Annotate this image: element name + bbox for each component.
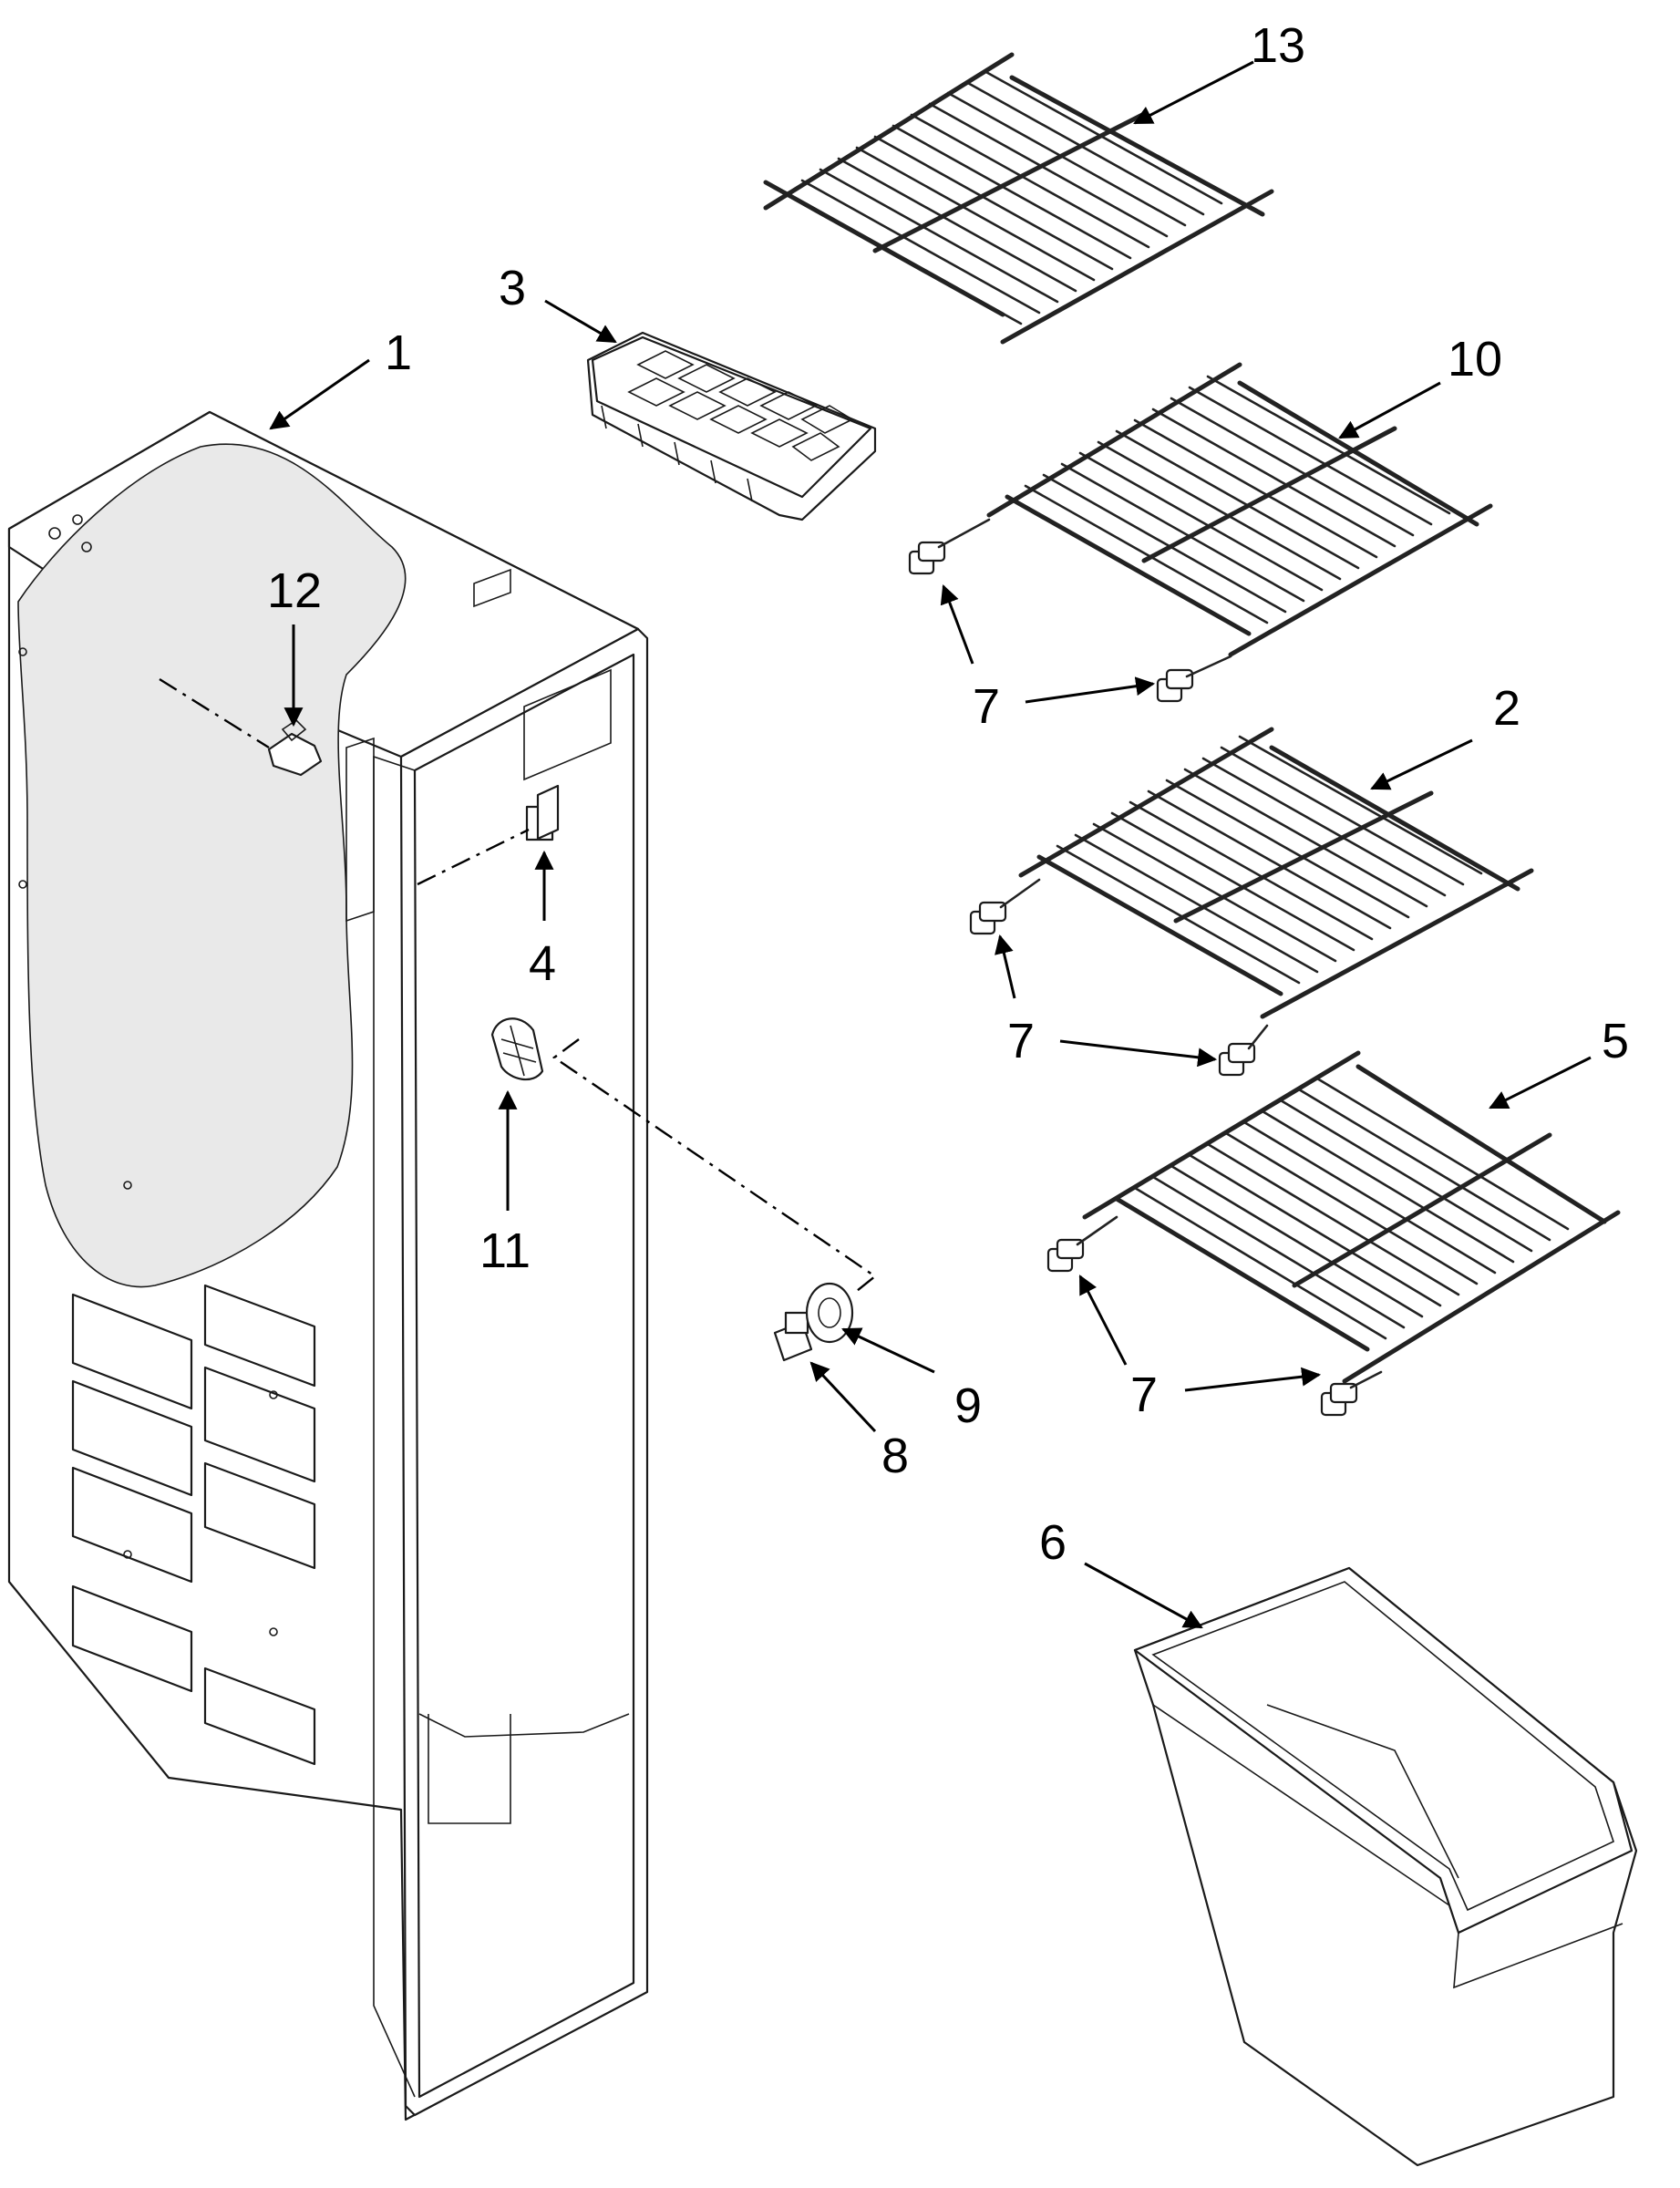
callout-labels: 13 3 1 10 12 4 7 2 7 5 11 7 9 8 6: [267, 18, 1629, 1570]
shelf-support-pin: [908, 518, 991, 575]
freezer-liner-part: [7, 410, 649, 2121]
light-socket-4-part: [525, 784, 560, 841]
shelf-support-pin: [1320, 1370, 1383, 1417]
callout-13: 13: [1251, 18, 1305, 73]
callout-5: 5: [1602, 1014, 1629, 1068]
shelf-support-pin: [1156, 655, 1232, 703]
wire-shelf-2-bars: [1056, 735, 1483, 985]
callout-8: 8: [881, 1429, 909, 1483]
ice-tray-part: [586, 331, 877, 521]
callout-6: 6: [1039, 1515, 1067, 1570]
spacer-9-part: [805, 1282, 854, 1344]
wire-shelf-10-part: [986, 362, 1493, 657]
leader-arrows: [269, 60, 1592, 1629]
wire-shelf-5-part: [1082, 1050, 1621, 1384]
callout-12: 12: [267, 563, 322, 618]
wire-shelf-13-part: [763, 52, 1274, 345]
callout-1: 1: [385, 325, 412, 380]
wire-shelf-2-part: [1018, 727, 1534, 1019]
wire-shelf-5-bars: [1133, 1077, 1570, 1340]
callout-7c: 7: [1130, 1368, 1158, 1422]
callout-7b: 7: [1007, 1014, 1035, 1068]
callout-3: 3: [499, 261, 526, 315]
screw-8-part: [773, 1311, 813, 1362]
control-knob-11-part: [490, 1017, 544, 1081]
wire-shelf-13-bars: [782, 69, 1223, 325]
shelf-support-pin: [1046, 1215, 1118, 1273]
callout-4: 4: [529, 936, 556, 991]
storage-bin-6-part: [1133, 1566, 1638, 2167]
callout-9: 9: [954, 1378, 982, 1433]
shelf-support-pin: [1218, 1024, 1269, 1077]
shelf-support-pin: [969, 878, 1041, 935]
callout-2: 2: [1493, 681, 1520, 736]
callout-7a: 7: [973, 679, 1000, 734]
wire-shelf-10-bars: [1024, 375, 1451, 624]
callout-10: 10: [1448, 332, 1502, 387]
callout-11: 11: [479, 1223, 531, 1278]
shelf-support-pins: [908, 518, 1383, 1417]
